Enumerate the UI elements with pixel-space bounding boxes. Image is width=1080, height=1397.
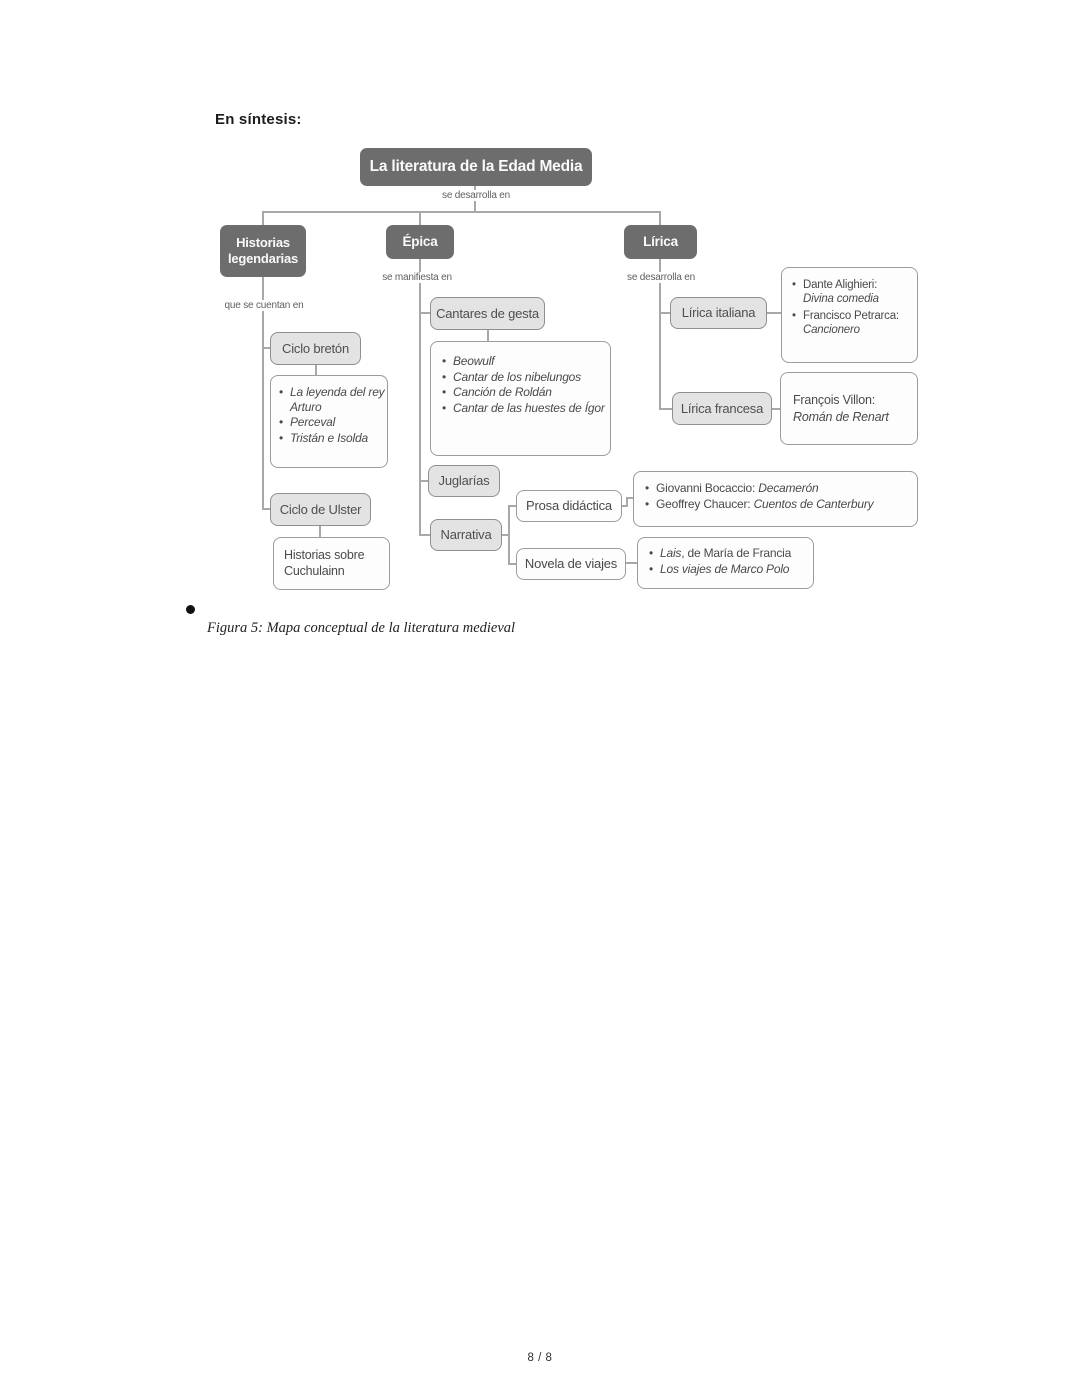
connector-line — [626, 497, 634, 499]
node-juglarias: Juglarías — [428, 465, 500, 497]
work-title: Los viajes de Marco Polo — [660, 561, 790, 576]
node-root: La literatura de la Edad Media — [360, 148, 592, 186]
author-work: Decamerón — [758, 481, 819, 495]
author-name: François Villon: — [793, 392, 876, 407]
connector-line — [508, 505, 510, 565]
node-lirica-francesa: Lírica francesa — [672, 392, 772, 425]
node-prosa-authors: Giovanni Bocaccio: Decamerón Geoffrey Ch… — [633, 471, 918, 527]
connector-label: se desarrolla en — [438, 190, 514, 201]
connector-line — [419, 259, 421, 536]
connector-line — [419, 534, 430, 536]
node-italiana-authors: Dante Alighieri: Divina comedia Francisco… — [781, 267, 918, 363]
list-bullet — [186, 605, 195, 614]
node-novela-works: Lais, de María de Francia Los viajes de … — [637, 537, 814, 589]
node-francesa-author: François Villon: Román de Renart — [780, 372, 918, 445]
connector-line — [487, 330, 489, 341]
connector-line — [659, 408, 673, 410]
connector-line — [766, 312, 781, 314]
node-ciclo-breton: Ciclo bretón — [270, 332, 361, 365]
work-title: Lais — [660, 546, 682, 560]
node-cantares-de-gesta: Cantares de gesta — [430, 297, 545, 330]
connector-line — [659, 211, 661, 226]
author-name: Geoffrey Chaucer: — [656, 496, 751, 511]
work-item: Cantar de los nibelungos — [439, 370, 608, 385]
connector-line — [315, 365, 317, 375]
author-list: Giovanni Bocaccio: Decamerón Geoffrey Ch… — [642, 481, 915, 512]
connector-line — [419, 211, 421, 226]
author-name: Francisco Petrarca: — [803, 310, 899, 323]
work-item: Tristán e Isolda — [276, 431, 385, 446]
work-list: Lais, de María de Francia Los viajes de … — [646, 546, 811, 577]
node-breton-works: La leyenda del rey Arturo Perceval Trist… — [270, 375, 388, 468]
connector-label: se manifiesta en — [378, 272, 456, 283]
connector-line — [419, 312, 430, 314]
connector-label: se desarrolla en — [623, 272, 699, 283]
connector-label: que se cuentan en — [220, 300, 308, 311]
connector-line — [508, 563, 517, 565]
connector-line — [319, 526, 321, 537]
author-item: Dante Alighieri: Divina comedia — [789, 278, 915, 306]
work-item: Los viajes de Marco Polo — [646, 562, 811, 577]
author-name: Giovanni Bocaccio: — [656, 481, 756, 495]
author-work: Divina comedia — [803, 293, 879, 306]
work-item: Canción de Roldán — [439, 385, 608, 400]
author-item: Geoffrey Chaucer: Cuentos de Canterbury — [642, 497, 915, 512]
author-work: Román de Renart — [793, 409, 889, 424]
work-item: Lais, de María de Francia — [646, 546, 811, 561]
connector-line — [659, 312, 671, 314]
connector-line — [626, 497, 628, 507]
author-work: Cancionero — [803, 324, 860, 337]
connector-line — [419, 480, 428, 482]
node-gesta-works: Beowulf Cantar de los nibelungos Canción… — [430, 341, 611, 456]
connector-line — [502, 534, 510, 536]
work-rest: , de María de Francia — [681, 546, 792, 560]
node-lirica: Lírica — [624, 225, 697, 259]
connector-line — [771, 408, 781, 410]
node-lirica-italiana: Lírica italiana — [670, 297, 767, 329]
node-prosa-didactica: Prosa didáctica — [516, 490, 622, 522]
author-item: Giovanni Bocaccio: Decamerón — [642, 481, 915, 496]
work-item: Cantar de las huestes de Ígor — [439, 401, 608, 416]
author-name: Dante Alighieri: — [803, 279, 878, 291]
node-novela-de-viajes: Novela de viajes — [516, 548, 626, 580]
node-ulster-stories: Historias sobre Cuchulainn — [273, 537, 390, 590]
page-number: 8 / 8 — [527, 1352, 553, 1364]
connector-line — [262, 211, 264, 226]
work-item: Beowulf — [439, 354, 608, 369]
connector-line — [262, 211, 661, 213]
connector-line — [626, 562, 638, 564]
section-heading: En síntesis: — [215, 111, 302, 128]
work-list: La leyenda del rey Arturo Perceval Trist… — [276, 385, 385, 447]
author-item: Francisco Petrarca:Cancionero — [789, 309, 915, 337]
node-narrativa: Narrativa — [430, 519, 502, 551]
work-item: Perceval — [276, 415, 385, 430]
node-ciclo-ulster: Ciclo de Ulster — [270, 493, 371, 526]
node-historias-legendarias: Historias legendarias — [220, 225, 306, 277]
author-work: Cuentos de Canterbury — [753, 496, 874, 511]
connector-line — [508, 505, 517, 507]
node-epica: Épica — [386, 225, 454, 259]
connector-line — [262, 277, 264, 510]
author-list: Dante Alighieri: Divina comedia Francisco… — [789, 278, 915, 338]
connector-line — [659, 259, 661, 410]
connector-line — [622, 505, 628, 507]
connector-line — [262, 347, 271, 349]
work-list: Beowulf Cantar de los nibelungos Canción… — [439, 354, 608, 417]
figure-caption: Figura 5: Mapa conceptual de la literatu… — [207, 620, 516, 636]
connector-line — [262, 508, 271, 510]
work-item: La leyenda del rey Arturo — [276, 385, 385, 414]
